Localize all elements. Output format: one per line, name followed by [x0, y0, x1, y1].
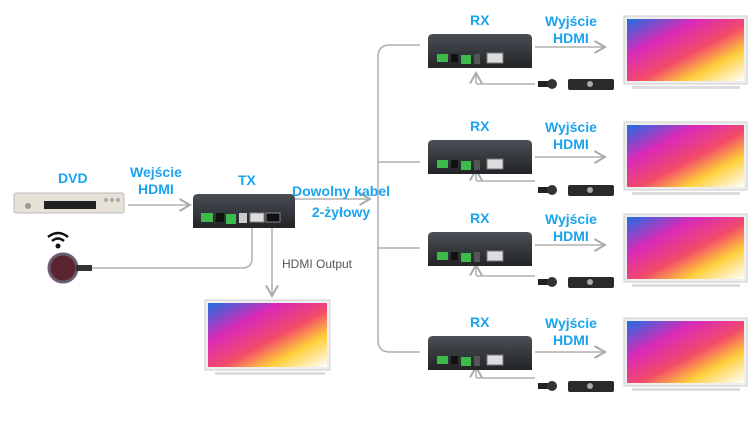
wire-splitter-trunk	[377, 44, 420, 353]
rx-label-3: RX	[470, 210, 490, 226]
rx-unit-4	[428, 317, 748, 392]
rx-output-line1: Wyjście	[545, 119, 597, 135]
local-tv-icon	[204, 299, 331, 375]
rx-output-line2: HDMI	[553, 136, 589, 152]
hdmi-output-label: HDMI Output	[282, 257, 353, 271]
cable-label-line2: 2-żyłowy	[311, 204, 371, 220]
remote-control-icon	[568, 185, 614, 196]
ir-emitter-icon	[538, 381, 557, 391]
rx-label-1: RX	[470, 12, 490, 28]
rx-output-line1: Wyjście	[545, 211, 597, 227]
rx-output-line2: HDMI	[553, 30, 589, 46]
remote-control-icon	[568, 277, 614, 288]
tx-label: TX	[238, 172, 256, 188]
ir-receiver-icon	[47, 231, 92, 284]
cable-label: Dowolny kabel 2-żyłowy	[292, 183, 390, 221]
dvd-label: DVD	[58, 170, 88, 186]
tx-device-icon	[193, 194, 295, 228]
dvd-player-icon	[13, 192, 125, 214]
rx-unit-2	[428, 121, 748, 196]
rx-label-4: RX	[470, 314, 490, 330]
rx-output-line1: Wyjście	[545, 13, 597, 29]
rx-unit-1	[428, 15, 748, 90]
cable-label-line1: Dowolny kabel	[292, 183, 391, 199]
wire-ir-tx	[92, 228, 253, 269]
rx-unit-3	[428, 213, 748, 288]
input-label-line1: Wejście	[130, 164, 182, 180]
rx-output-line1: Wyjście	[545, 315, 597, 331]
tv-icon	[623, 213, 748, 287]
ir-emitter-icon	[538, 277, 557, 287]
remote-control-icon	[568, 381, 614, 392]
remote-control-icon	[568, 79, 614, 90]
tv-icon	[623, 317, 748, 391]
rx-output-line2: HDMI	[553, 228, 589, 244]
tv-icon	[623, 121, 748, 195]
ir-emitter-icon	[538, 185, 557, 195]
rx-label-2: RX	[470, 118, 490, 134]
tv-icon	[623, 15, 748, 89]
ir-emitter-icon	[538, 79, 557, 89]
input-label-line2: HDMI	[138, 181, 174, 197]
rx-output-line2: HDMI	[553, 332, 589, 348]
input-label: Wejście HDMI	[130, 164, 182, 198]
